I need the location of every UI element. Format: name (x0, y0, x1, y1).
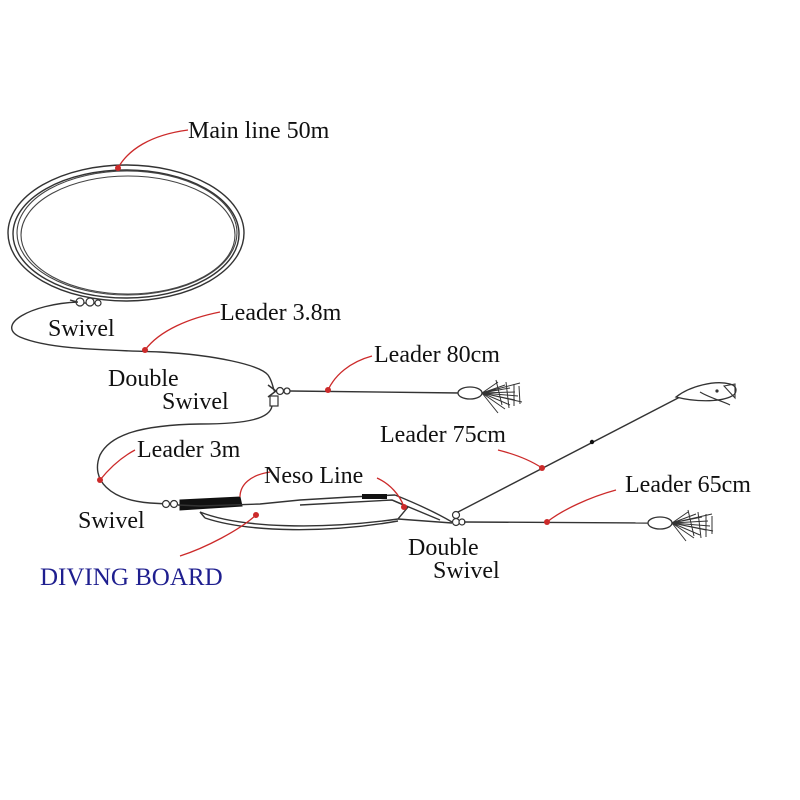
label-swivel-top: Swivel (48, 316, 115, 342)
neso-line-lower (397, 518, 453, 524)
pointer-lines (97, 129, 617, 557)
label-swivel-bottom: Swivel (78, 508, 145, 534)
label-double-swivel-top-2: Swivel (162, 389, 229, 415)
leader-80cm-line (289, 390, 461, 394)
double-swivel-icon (451, 510, 466, 527)
leader-65cm-line (463, 521, 651, 524)
neso-line (394, 494, 453, 523)
label-double-swivel-bottom-2: Swivel (433, 558, 500, 584)
leader-75cm-line (457, 396, 681, 513)
label-leader-65cm: Leader 65cm (625, 472, 751, 498)
label-neso-line: Neso Line (264, 463, 363, 489)
label-leader-3-8m: Leader 3.8m (220, 300, 342, 326)
label-double-swivel-top-1: Double (108, 366, 179, 392)
label-leader-3m: Leader 3m (137, 437, 241, 463)
squid-lure-icon (647, 509, 714, 542)
leader-3m-line (96, 405, 273, 505)
squid-lure-icon (457, 379, 523, 414)
coiled-line-icon (7, 164, 245, 302)
label-leader-80cm: Leader 80cm (374, 342, 500, 368)
fish-lure-icon (674, 382, 737, 406)
label-main-line: Main line 50m (188, 118, 330, 144)
bead-icon (589, 439, 595, 445)
double-swivel-icon (267, 384, 291, 407)
diving-board-icon (177, 494, 441, 531)
label-leader-75cm: Leader 75cm (380, 422, 506, 448)
swivel-icon (161, 499, 179, 509)
label-diving-board: DIVING BOARD (40, 564, 223, 591)
label-double-swivel-bottom-1: Double (408, 535, 479, 561)
